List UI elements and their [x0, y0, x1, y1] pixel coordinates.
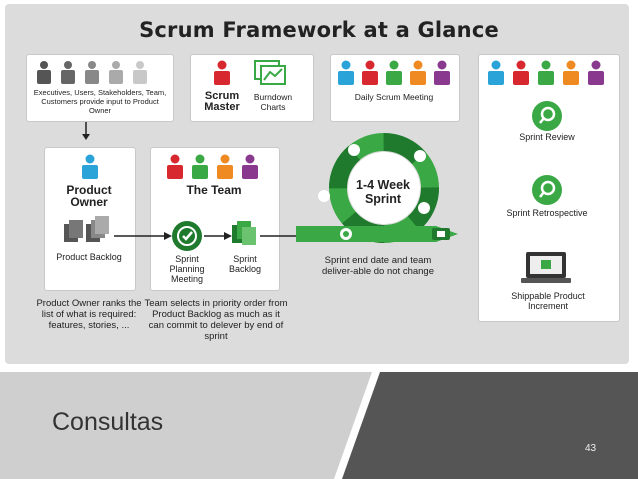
stakeholder-people-icons: [37, 61, 147, 84]
sprint-note: Sprint end date and team deliver-able do…: [322, 255, 434, 277]
arrow-right-icon: [204, 232, 232, 240]
person-icon: [192, 154, 208, 179]
sprint-retrospective-label: Sprint Retrospective: [506, 208, 588, 218]
product-backlog-stack-icon: [64, 216, 109, 242]
sprint-backlog-label: Sprint Backlog: [228, 254, 262, 274]
scrum-master-person-icon: [214, 60, 230, 85]
product-backlog-label: Product Backlog: [56, 252, 122, 262]
sprint-review-label: Sprint Review: [519, 132, 575, 142]
person-icon: [167, 154, 183, 179]
scrum-master-card: [190, 54, 314, 122]
person-icon: [410, 60, 426, 85]
sprint-backlog-stack-icon: [232, 221, 256, 245]
product-owner-person-icon: [82, 154, 98, 179]
diagram-title: Scrum Framework at a Glance: [139, 18, 499, 42]
list-icon: [418, 202, 430, 214]
review-team-people-icons: [488, 60, 604, 85]
person-icon: [242, 154, 258, 179]
scrum-master-label: Scrum Master: [204, 90, 240, 113]
person-icon: [37, 61, 51, 84]
arrow-down-icon: [82, 122, 90, 140]
team-description: Team selects in priority order from Prod…: [144, 298, 288, 342]
sprint-planning-clock-icon: [172, 221, 202, 251]
daily-scrum-label: Daily Scrum Meeting: [354, 92, 434, 102]
wrench-icon: [348, 144, 360, 156]
sprint-planning-label: Sprint Planning Meeting: [169, 254, 205, 284]
person-icon: [61, 61, 75, 84]
sprint-retrospective-search-icon: [532, 175, 562, 205]
burndown-chart-icon: [254, 60, 286, 85]
person-icon: [488, 60, 504, 85]
footer-band: [0, 372, 638, 479]
sprint-cycle-diagram: [296, 133, 458, 243]
arrow-right-icon: [114, 232, 172, 240]
page-number: 43: [585, 443, 597, 454]
person-icon: [362, 60, 378, 85]
sprint-review-search-icon: [532, 101, 562, 131]
person-icon: [563, 60, 579, 85]
team-label: The Team: [186, 183, 242, 197]
person-icon: [109, 61, 123, 84]
footer-title: Consultas: [52, 408, 164, 436]
laptop-icon: [521, 252, 571, 283]
burndown-label: Burndown Charts: [253, 92, 293, 112]
person-icon: [338, 60, 354, 85]
person-icon: [588, 60, 604, 85]
person-icon: [538, 60, 554, 85]
product-owner-label: Product Owner: [66, 183, 112, 209]
person-icon: [434, 60, 450, 85]
search-icon: [318, 190, 330, 202]
person-icon: [85, 61, 99, 84]
stakeholders-text: Executives, Users, Stakeholders, Team, C…: [33, 88, 167, 115]
sprint-label: 1-4 Week Sprint: [356, 178, 410, 206]
person-icon: [217, 154, 233, 179]
stakeholders-card: [26, 54, 174, 122]
product-owner-description: Product Owner ranks the list of what is …: [36, 298, 142, 331]
shippable-increment-label: Shippable Product Increment: [511, 291, 585, 311]
pencil-icon: [414, 150, 426, 162]
team-people-icons: [167, 154, 258, 179]
person-icon: [513, 60, 529, 85]
daily-team-people-icons: [338, 60, 450, 85]
person-icon: [386, 60, 402, 85]
person-icon: [133, 61, 147, 84]
